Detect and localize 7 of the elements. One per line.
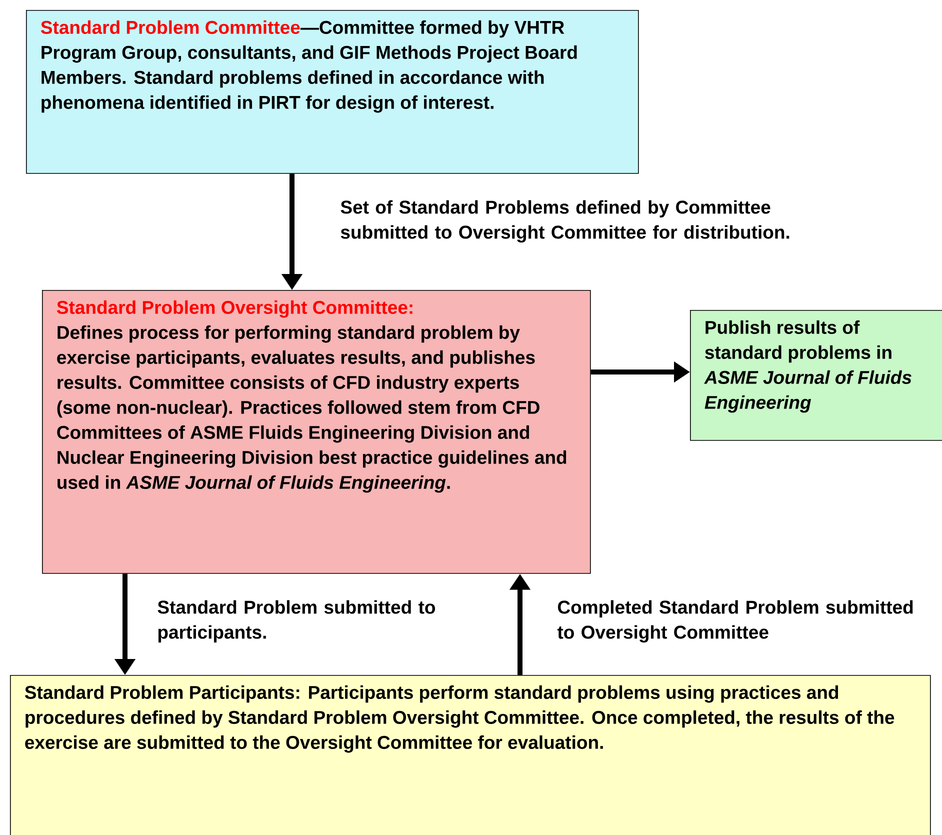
edge-label: Completed Standard Problem submitted to Oversight Committee (557, 600, 913, 643)
edge-label: Set of Standard Problems defined by Committee submitted to Oversight Committee for distribution. (340, 200, 790, 243)
oversight-box: Standard Problem Oversight Committee: Defines process for performing standard problem by exercise participants, evaluates results, and publishes results. Committee consists of CFD industry experts (some non-nuclear). Practices followed stem from CFD Committees of ASME Fluids Engineering Division and Nuclear Engineering Division best practice guidelines and used in ASME Journal of Fluids Engineering. (42, 290, 591, 574)
participants-box: Standard Problem Participants: Participants perform standard problems using practices and procedures defined by Standard Problem Oversight Committee. Once completed, the results of the exercise are submitted to the Oversight Committee for evaluation. (10, 675, 931, 835)
edge-label: Standard Problem submitted to participants. (158, 600, 436, 642)
publish-box: Publish results of standard problems in ASME Journal of Fluids Engineering (690, 310, 942, 441)
committee-box: Standard Problem Committee—Committee formed by VHTR Program Group, consultants, and GIF Methods Project Board Members. Standard problems defined in accordance with phenomena identified in PIRT for design of interest. (26, 10, 639, 174)
